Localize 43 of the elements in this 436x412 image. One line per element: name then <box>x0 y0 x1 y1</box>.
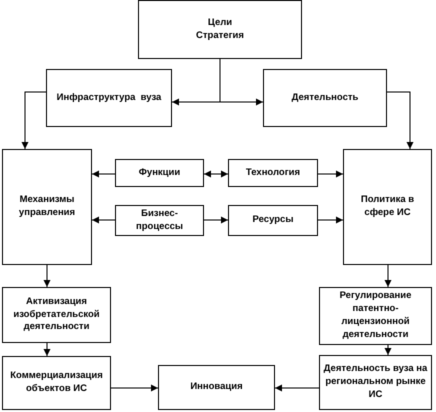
arrow <box>386 92 414 150</box>
process-box <box>138 0 302 59</box>
process-box <box>263 69 387 127</box>
process-box <box>2 149 92 265</box>
process-box <box>115 159 204 187</box>
arrow <box>44 342 50 356</box>
arrow <box>318 170 344 178</box>
box-label: Активизация изобретательской деятельности <box>12 296 101 334</box>
process-box <box>158 365 275 410</box>
process-box <box>2 287 111 343</box>
box-label: Регулирование патентно-лицензионной деятельности <box>338 290 412 342</box>
process-box <box>319 287 432 345</box>
process-box <box>228 159 318 187</box>
box-label: Цели Стратегия <box>195 16 245 42</box>
box-label: Коммерциализация объектов ИС <box>9 370 104 396</box>
arrow <box>384 344 392 356</box>
arrow <box>44 264 50 288</box>
box-label: Технология <box>246 166 300 180</box>
box-label: Ресурсы <box>252 214 294 227</box>
arrow <box>92 216 116 224</box>
box-label: Бизнес-процессы <box>134 208 184 234</box>
arrow <box>92 170 116 178</box>
arrow <box>220 58 264 106</box>
box-label: Функции <box>138 166 180 180</box>
arrow <box>274 384 320 392</box>
arrow <box>22 92 46 150</box>
arrow <box>384 264 392 288</box>
arrow <box>204 170 228 178</box>
box-label: Политика в сфере ИС <box>360 194 416 220</box>
process-box <box>343 149 432 265</box>
arrow <box>204 216 228 224</box>
process-box <box>228 205 318 236</box>
process-box <box>115 205 204 236</box>
box-label: Механизмы управления <box>18 194 76 220</box>
process-box <box>319 355 432 410</box>
process-box <box>2 356 111 410</box>
box-label: Инфраструктура вуза <box>56 92 162 104</box>
arrow <box>110 384 158 392</box>
arrow <box>318 216 344 224</box>
process-box <box>46 69 172 127</box>
box-label: Деятельность <box>292 92 358 104</box>
box-label: Инновация <box>190 381 243 394</box>
box-label: Деятельность вуза на региональном рынке ИС <box>324 363 428 402</box>
